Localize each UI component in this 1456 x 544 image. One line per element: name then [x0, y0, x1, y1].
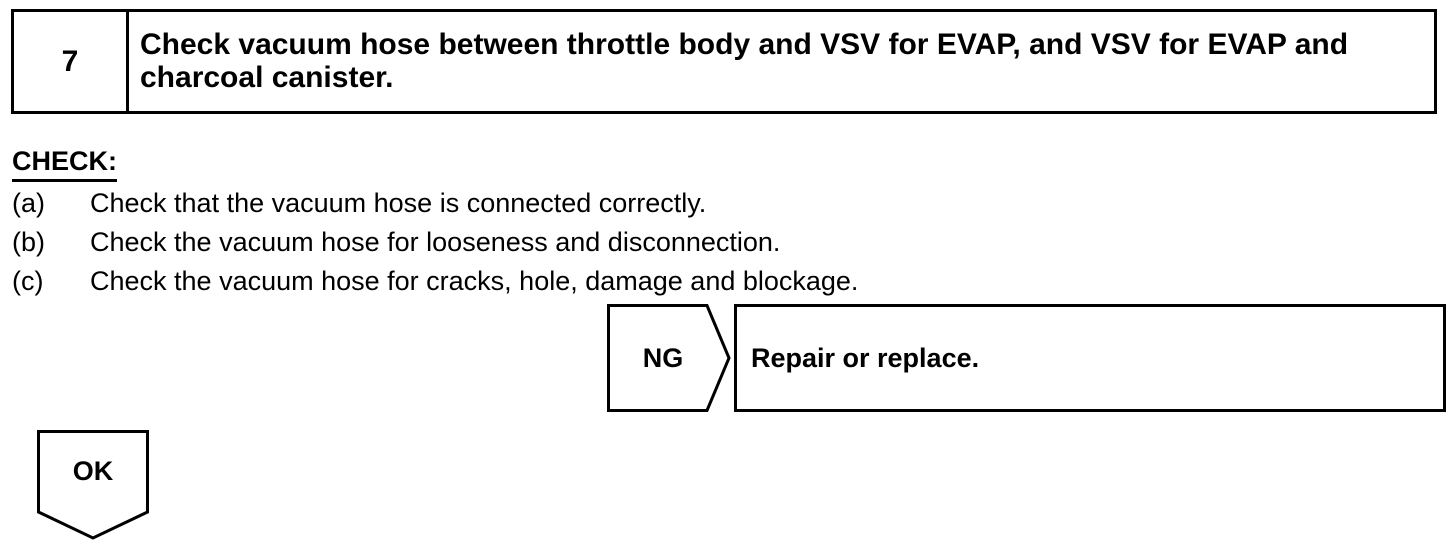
ok-arrow-down-icon	[37, 430, 149, 540]
check-item-marker: (c)	[12, 266, 44, 296]
ok-label: OK	[72, 456, 114, 486]
step-number: 7	[14, 12, 129, 111]
check-item-marker: (a)	[12, 188, 45, 218]
check-item-c: (c) Check the vacuum hose for cracks, ho…	[12, 264, 858, 303]
step-header-box: 7 Check vacuum hose between throttle bod…	[11, 9, 1437, 114]
check-item-b: (b) Check the vacuum hose for looseness …	[12, 225, 858, 264]
ng-arrow-right-icon	[607, 304, 731, 412]
ng-result-box: Repair or replace.	[734, 304, 1446, 412]
ng-label: NG	[642, 343, 684, 373]
check-item-a: (a) Check that the vacuum hose is connec…	[12, 186, 858, 225]
step-title: Check vacuum hose between throttle body …	[140, 28, 1349, 94]
check-item-text: Check the vacuum hose for cracks, hole, …	[90, 266, 859, 296]
check-item-text: Check the vacuum hose for looseness and …	[90, 227, 781, 257]
check-item-marker: (b)	[12, 227, 45, 257]
check-heading: CHECK:	[12, 146, 117, 182]
check-item-text: Check that the vacuum hose is connected …	[90, 188, 707, 218]
check-list: (a) Check that the vacuum hose is connec…	[12, 186, 858, 303]
